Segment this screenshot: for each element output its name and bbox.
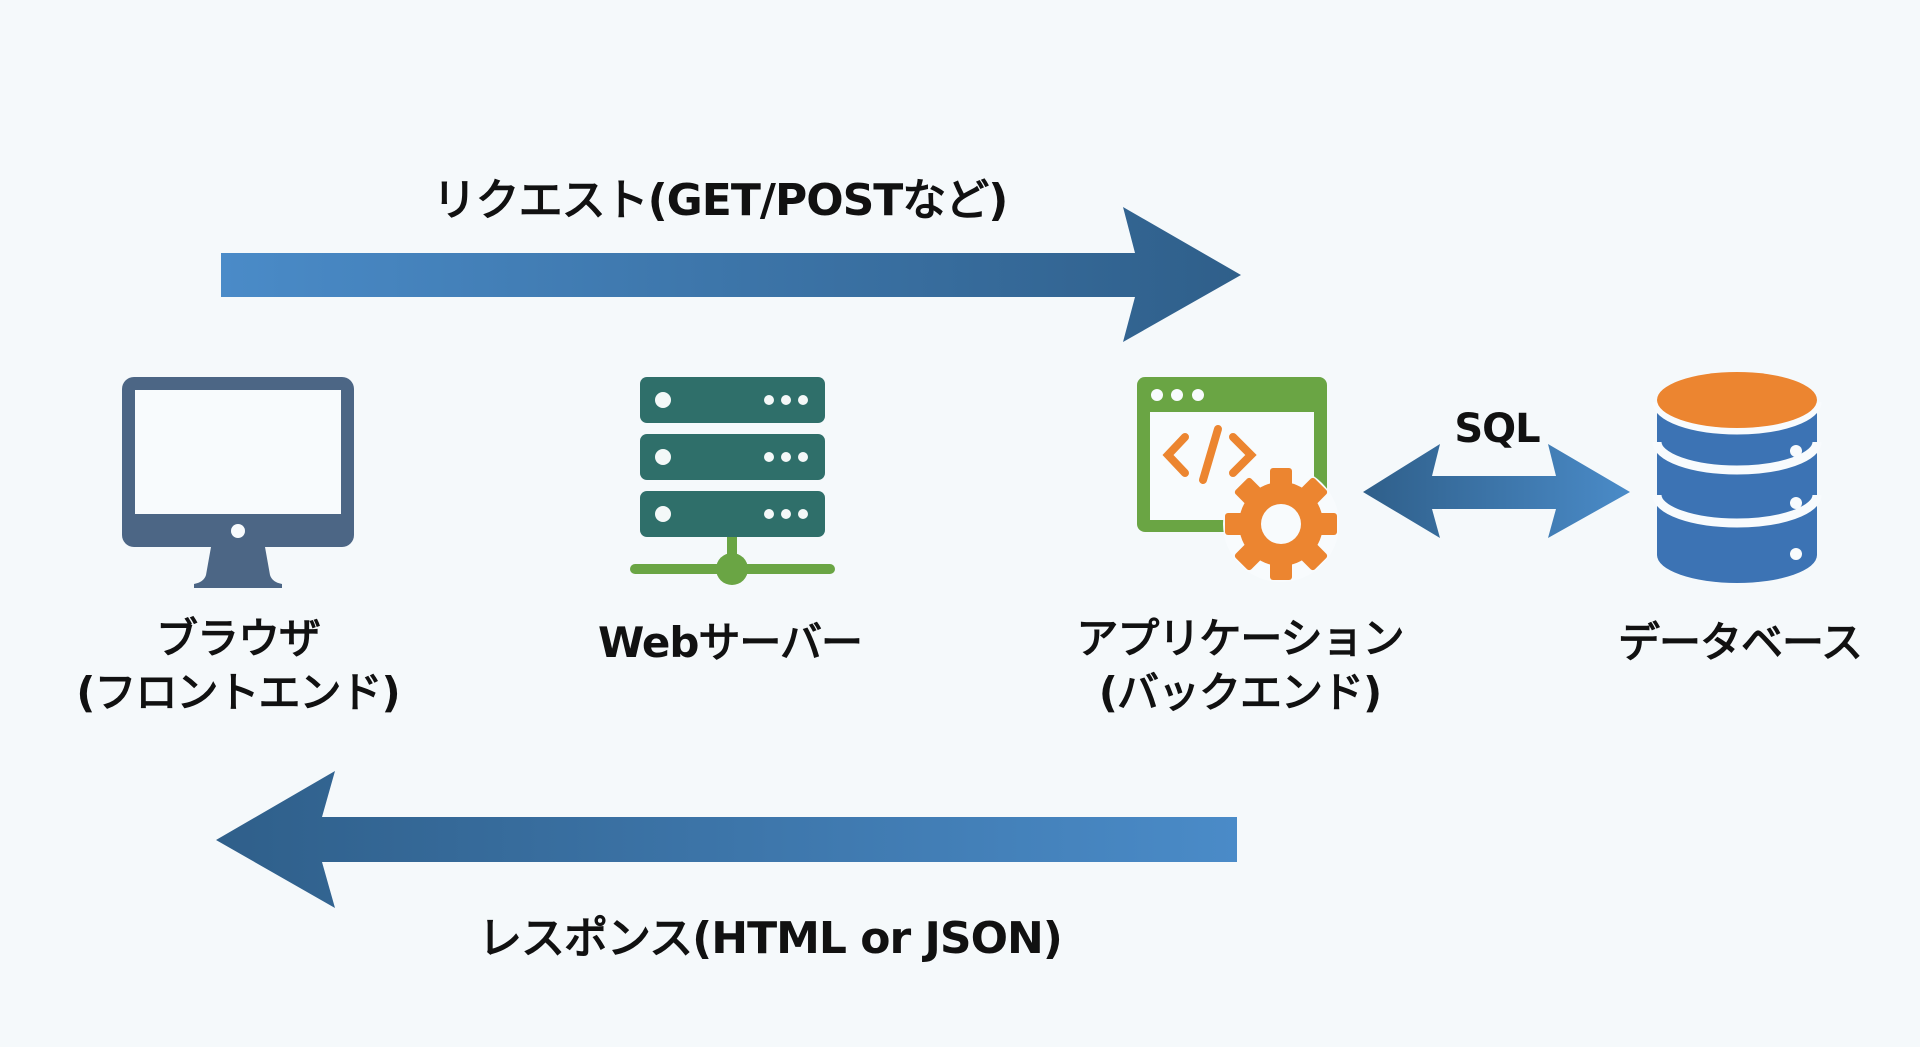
gear-icon (1223, 466, 1339, 582)
app-window-gear-icon (1137, 377, 1339, 582)
response-arrow (216, 771, 1237, 908)
sql-arrow (1363, 444, 1630, 538)
sql-label: SQL (1454, 406, 1540, 452)
browser-subtitle: (フロントエンド) (76, 668, 400, 717)
node-label-webserver: Webサーバー (530, 616, 930, 670)
request-label: リクエスト(GET/POSTなど) (432, 175, 1009, 226)
application-title: アプリケーション (1076, 614, 1404, 663)
application-subtitle: (バックエンド) (1098, 668, 1382, 717)
node-label-database: データベース (1540, 616, 1920, 670)
webserver-title: Webサーバー (598, 618, 863, 667)
response-label: レスポンス(HTML or JSON) (478, 913, 1063, 964)
database-icon (1652, 372, 1822, 583)
database-title: データベース (1618, 618, 1863, 667)
request-arrow (221, 207, 1241, 342)
server-icon (630, 377, 835, 585)
browser-title: ブラウザ (155, 614, 321, 663)
code-icon (1162, 425, 1257, 484)
node-label-application: アプリケーション (バックエンド) (1040, 612, 1440, 720)
monitor-icon (122, 377, 354, 588)
node-label-browser: ブラウザ (フロントエンド) (38, 612, 438, 720)
